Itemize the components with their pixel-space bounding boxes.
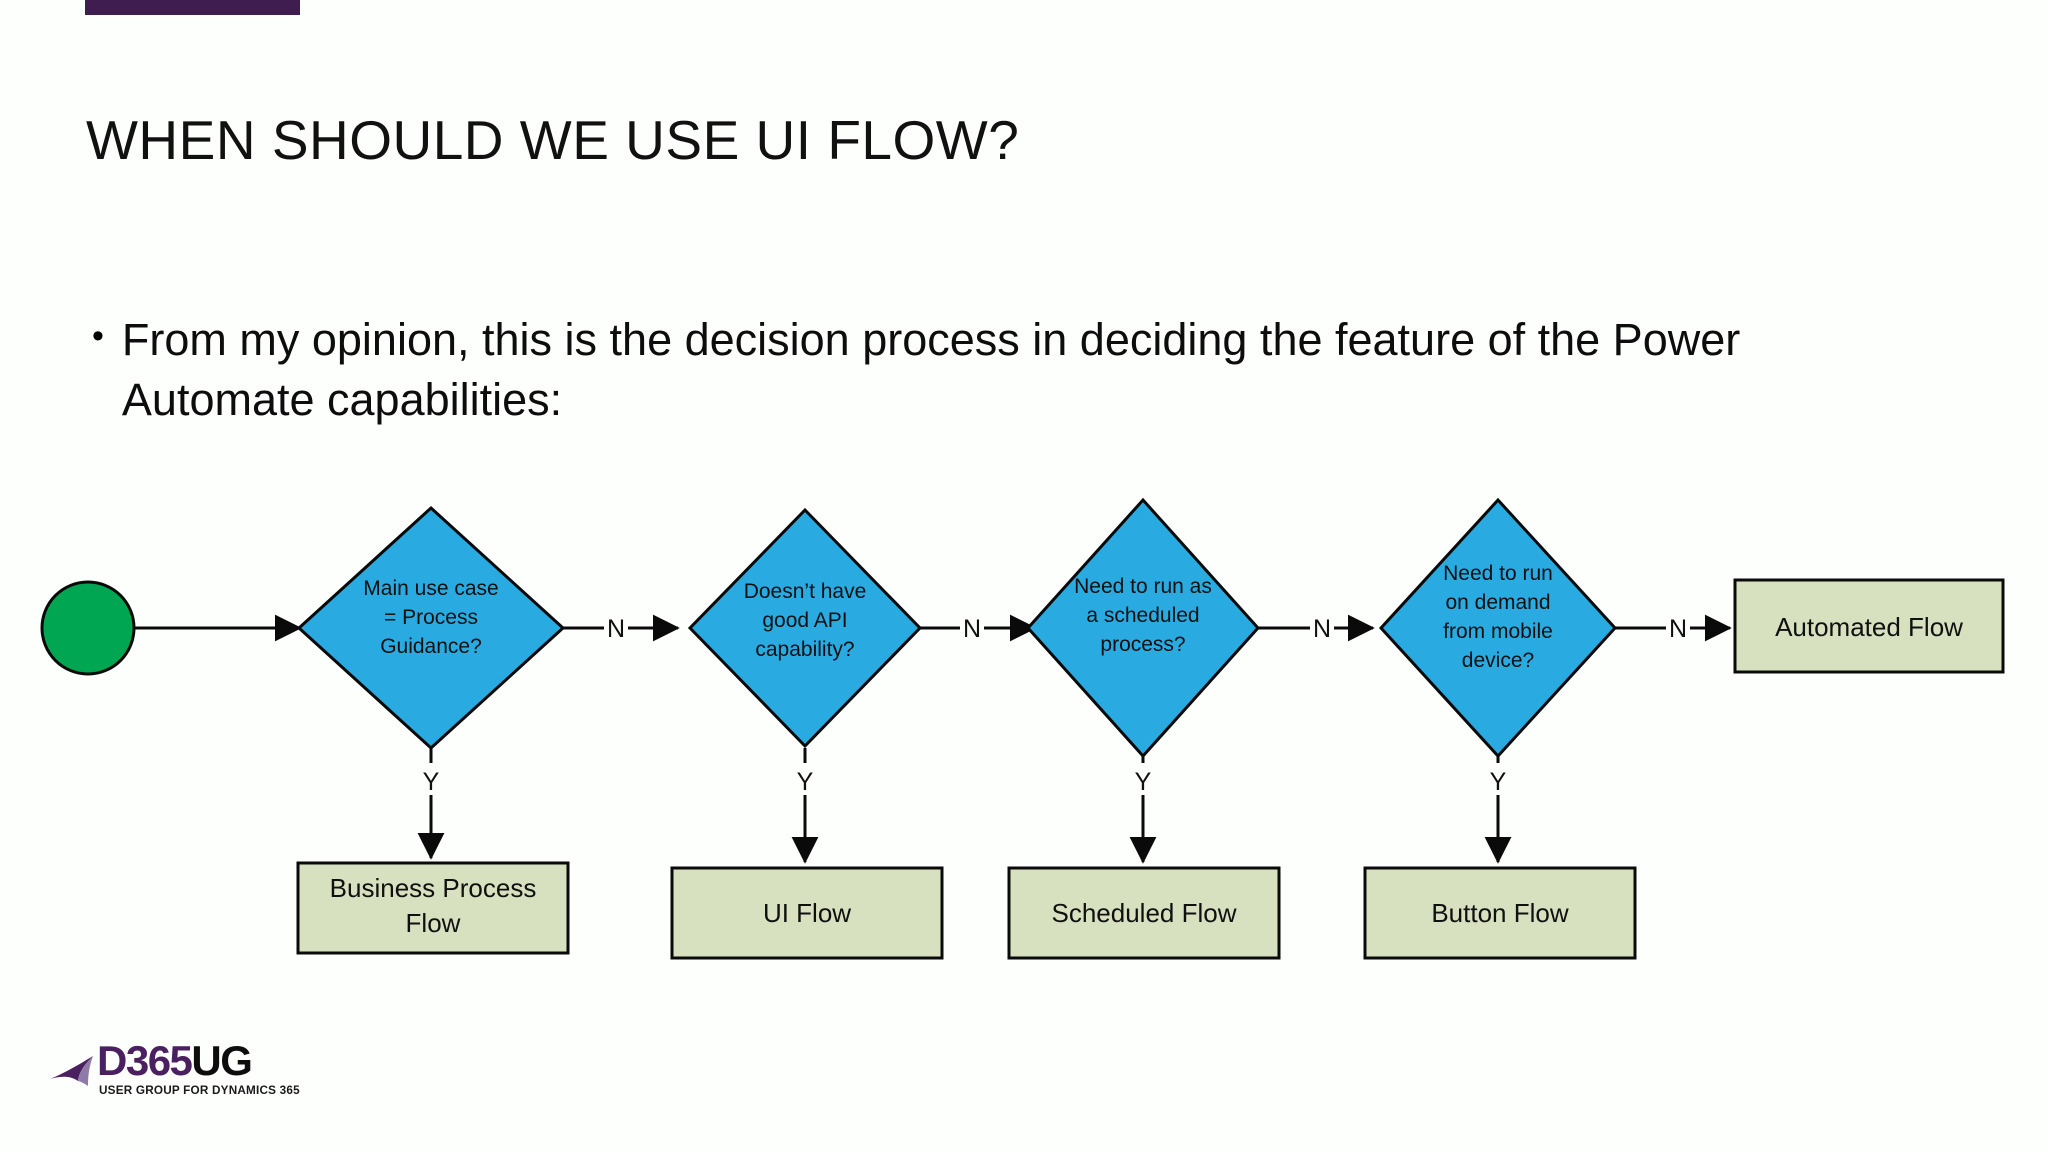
- page-title: WHEN SHOULD WE USE UI FLOW?: [86, 109, 1020, 171]
- flowchart-svg: Main use case = Process Guidance? Doesn’…: [40, 497, 2005, 960]
- decision-label-d3-line3: process?: [1100, 633, 1185, 656]
- edge-label-n4: N: [1669, 615, 1687, 643]
- edge-label-y3: Y: [1135, 768, 1152, 796]
- decision-label-d2-line2: good API: [762, 609, 847, 632]
- decision-shape-d1: [296, 505, 566, 751]
- edge-label-y1: Y: [423, 768, 440, 796]
- d365ug-logo: D365UG USER GROUP FOR DYNAMICS 365: [45, 1037, 300, 1110]
- outcome-label-o1-line2: Flow: [406, 908, 461, 938]
- logo-swoosh-icon: [47, 1056, 93, 1086]
- outcome-node-o4[interactable]: Button Flow: [1363, 866, 1637, 960]
- outcome-label-o2-line1: UI Flow: [763, 898, 851, 928]
- decision-node-d4[interactable]: Need to run on demand from mobile device…: [1378, 497, 1618, 759]
- edge-label-n2: N: [963, 615, 981, 643]
- flowchart-container: Main use case = Process Guidance? Doesn’…: [0, 470, 2048, 990]
- decision-label-d1-line1: Main use case: [363, 577, 498, 600]
- outcome-label-o1-line1: Business Process: [330, 873, 537, 903]
- outcome-shape-o5: [1733, 578, 2005, 674]
- outcome-node-o1[interactable]: Business Process Flow: [296, 861, 570, 955]
- decision-node-d3[interactable]: Need to run as a scheduled process?: [1025, 497, 1261, 759]
- logo-word-ug: UG: [191, 1037, 253, 1084]
- outcome-shape-o2: [670, 866, 944, 960]
- edge-labels-yes: Y Y Y Y: [419, 763, 1510, 796]
- label-bg-n2: [960, 610, 984, 644]
- label-bg-y3: [1131, 763, 1155, 795]
- logo-word-d365: D365: [97, 1037, 193, 1084]
- edge-label-y4: Y: [1490, 768, 1507, 796]
- label-bg-y2: [793, 763, 817, 795]
- decision-label-d3-line2: a scheduled: [1086, 604, 1199, 627]
- decision-shape-d3: [1025, 497, 1261, 759]
- edge-label-n1: N: [607, 615, 625, 643]
- start-node[interactable]: [40, 580, 136, 676]
- label-bg-n3: [1310, 610, 1334, 644]
- outcome-shape-o3: [1007, 866, 1281, 960]
- edge-label-n3: N: [1313, 615, 1331, 643]
- decision-label-d4-line1: Need to run: [1443, 562, 1553, 585]
- decision-label-d2-line1: Doesn’t have: [744, 580, 867, 603]
- decision-label-d4-line4: device?: [1462, 649, 1534, 672]
- logo-tagline: USER GROUP FOR DYNAMICS 365: [99, 1085, 300, 1097]
- label-bg-n1: [604, 610, 628, 644]
- bullet-block: • From my opinion, this is the decision …: [92, 310, 1922, 430]
- decision-label-d4-line2: on demand: [1445, 591, 1550, 614]
- decision-node-d1[interactable]: Main use case = Process Guidance?: [296, 505, 566, 751]
- decision-shape-d4: [1378, 497, 1618, 759]
- label-bg-y1: [419, 763, 443, 795]
- outcome-shape-o4: [1363, 866, 1637, 960]
- list-item: • From my opinion, this is the decision …: [92, 310, 1922, 430]
- decision-shape-d2: [687, 507, 923, 749]
- decision-label-d2-line3: capability?: [755, 638, 854, 661]
- outcome-node-o2[interactable]: UI Flow: [670, 866, 944, 960]
- edge-labels-no: N N N N: [604, 610, 1690, 644]
- label-bg-y4: [1486, 763, 1510, 795]
- decision-label-d1-line3: Guidance?: [380, 635, 482, 658]
- outcome-node-o3[interactable]: Scheduled Flow: [1007, 866, 1281, 960]
- accent-bar: [85, 0, 300, 15]
- outcome-node-o5[interactable]: Automated Flow: [1733, 578, 2005, 674]
- logo-wordmark: D365UG: [97, 1037, 253, 1084]
- label-bg-n4: [1666, 610, 1690, 644]
- outcome-label-o4-line1: Button Flow: [1431, 898, 1569, 928]
- bullet-marker: •: [92, 317, 104, 355]
- outcome-shape-o1: [296, 861, 570, 955]
- decision-label-d1-line2: = Process: [384, 606, 478, 629]
- decision-label-d4-line3: from mobile: [1443, 620, 1553, 643]
- outcome-label-o5-line1: Automated Flow: [1775, 612, 1963, 642]
- outcome-label-o3-line1: Scheduled Flow: [1052, 898, 1237, 928]
- edge-label-y2: Y: [797, 768, 814, 796]
- bullet-body-text: From my opinion, this is the decision pr…: [121, 314, 1741, 425]
- decision-node-d2[interactable]: Doesn’t have good API capability?: [687, 507, 923, 749]
- decision-label-d3-line1: Need to run as: [1074, 575, 1212, 598]
